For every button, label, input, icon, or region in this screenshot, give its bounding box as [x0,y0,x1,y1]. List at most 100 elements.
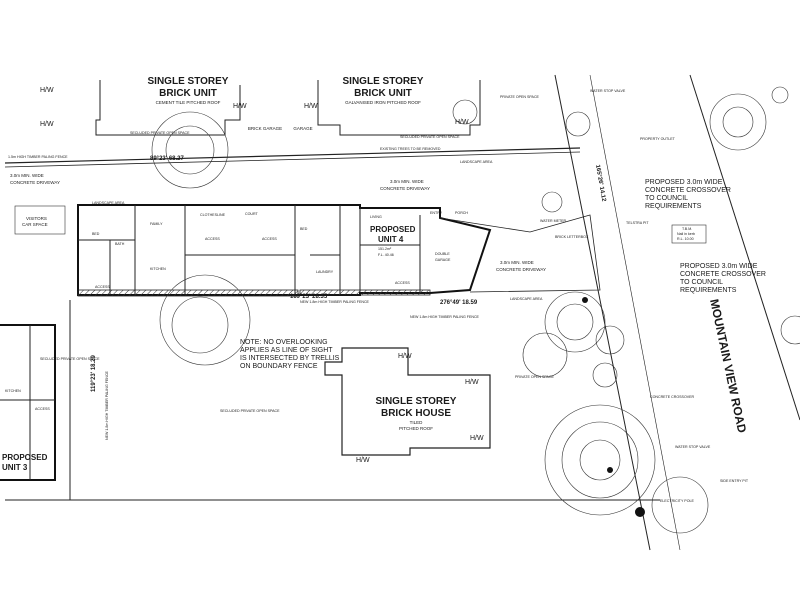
hw-label: H/W [470,435,484,442]
existing-unit-right: SINGLE STOREY BRICK UNIT GALVANISED IRON… [317,76,481,136]
driveway-right-1: 3.0m MIN. WIDE [500,260,534,265]
unit4-line2: UNIT 4 [378,235,404,244]
landscape-label: LANDSCAPE AREA [460,160,493,164]
driveway-right-2: CONCRETE DRIVEWAY [496,267,546,272]
unit-right-roof: GALVANISED IRON PITCHED ROOF [345,100,421,105]
room-label: BATH [115,242,125,246]
pit-marker [582,297,588,303]
room-label: ACCESS [262,237,277,241]
secluded-space-label: SECLUDED PRIVATE OPEN SPACE [220,409,280,413]
room-label: BED [92,232,100,236]
unit3-line2: UNIT 3 [2,463,28,472]
room-label: ACCESS [35,407,50,411]
house-subtitle: BRICK HOUSE [381,408,451,419]
secluded-space-label: SECLUDED PRIVATE OPEN SPACE [40,357,100,361]
crossover-1b: CONCRETE CROSSOVER [645,187,731,194]
crossover-2d: REQUIREMENTS [680,287,737,294]
room-label: ENTRY [430,211,443,215]
unit3-line1: PROPOSED [2,453,48,462]
proposed-unit-3: PROPOSED UNIT 3 KITCHEN ACCESS [0,324,56,481]
unit4-line1: PROPOSED [370,225,416,234]
hw-label: H/W [40,87,54,94]
fence-top-label: 1.5m HIGH TIMBER PALING FENCE [8,155,68,159]
bearing-vertical: 165°26' 14.12 [594,164,606,202]
secluded-space-label: SECLUDED PRIVATE OPEN SPACE [130,131,190,135]
driveway-left-1: 3.0m MIN. WIDE [10,173,44,178]
tbm-line3: R.L. 10.00 [677,237,694,241]
property-outlet: PROPERTY OUTLET [640,137,676,141]
room-label: LAUNDRY [316,270,334,274]
note-line: IS INTERSECTED BY TRELLIS [240,355,340,362]
room-label: ACCESS [205,237,220,241]
bearing-mid: 169°23' 28.35 [290,294,328,300]
hw-label: H/W [398,353,412,360]
secluded-space-label: SECLUDED PRIVATE OPEN SPACE [400,135,460,139]
fence-new-label: NEW 1.8m HIGH TIMBER PALING FENCE [300,300,370,304]
existing-house-bottom: SINGLE STOREY BRICK HOUSE TILED PITCHED … [324,347,491,456]
unit-right-subtitle: BRICK UNIT [354,88,412,99]
visitors-label-1: VISITORS [26,216,47,221]
proposed-units-building [77,204,492,297]
landscape-label: LANDSCAPE AREA [510,297,543,301]
hw-label: H/W [233,103,247,110]
hw-label: H/W [455,119,469,126]
room-label: LIVING [370,215,382,219]
note-line: APPLIES AS LINE OF SIGHT [240,347,333,354]
telstra-pit: TELSTRA PIT [626,221,649,225]
tbm-line2: Nail in kerb [677,232,695,236]
bearing-top: 89°23' 68.27 [150,156,185,162]
crossover-2c: TO COUNCIL [680,279,723,286]
hw-label: H/W [40,121,54,128]
house-roof-1: TILED [410,420,424,425]
visitors-car-space [14,205,66,235]
side-entry-pit: SIDE ENTRY PIT [720,479,749,483]
road-name: MOUNTAIN VIEW ROAD [707,298,749,435]
house-title: SINGLE STOREY [376,396,457,407]
valve-marker [607,467,613,473]
water-valve-label: WATER STOP VALVE [590,89,626,93]
driveway-mid-2: CONCRETE DRIVEWAY [380,186,430,191]
brick-garage-label: BRICK GARAGE [248,126,282,131]
bearing-left: 119°23' 18.29 [91,354,97,392]
crossover-1d: REQUIREMENTS [645,203,702,210]
room-label: ACCESS [395,281,410,285]
hw-labels: H/W H/W H/W H/W H/W H/W H/W H/W H/W [40,87,484,464]
existing-trees-label: EXISTING TREES TO BE REMOVED [380,147,441,151]
overlooking-note: NOTE: NO OVERLOOKING APPLIES AS LINE OF … [240,339,340,370]
crossover-2b: CONCRETE CROSSOVER [680,271,766,278]
hw-label: H/W [465,379,479,386]
visitors-label-2: CAR SPACE [22,222,48,227]
room-label: FAMILY [150,222,163,226]
unit4-fl: F.L. 40.46 [378,253,394,257]
room-label: DOUBLE [435,252,450,256]
trees [151,86,800,534]
landscape-label: LANDSCAPE AREA [92,201,125,205]
crossover-1a: PROPOSED 3.0m WIDE [645,179,723,186]
electricity-pole: ELECTRICITY POLE [660,499,694,503]
existing-unit-left: SINGLE STOREY BRICK UNIT CEMENT TILE PIT… [95,76,241,136]
room-label: PORCH [455,211,468,215]
room-label: CLOTHESLINE [200,213,226,217]
room-label: KITCHEN [150,267,166,271]
driveway-left-2: CONCRETE DRIVEWAY [10,180,60,185]
crossover-2a: PROPOSED 3.0m WIDE [680,263,758,270]
concrete-crossover: CONCRETE CROSSOVER [650,395,695,399]
fence-new-label-2: NEW 1.8m HIGH TIMBER PALING FENCE [410,315,480,319]
tbm-box [671,224,707,244]
room-label: COURT [245,212,259,216]
house-roof-2: PITCHED ROOF [399,426,433,431]
private-space-label: PRIVATE OPEN SPACE [515,375,555,379]
room-label: KITCHEN [5,389,21,393]
hw-label: H/W [356,457,370,464]
unit-left-roof: CEMENT TILE PITCHED ROOF [156,100,221,105]
room-label: BED [300,227,308,231]
water-meter: WATER METER [540,219,567,223]
garage-label: GARAGE [293,126,312,131]
unit-right-title: SINGLE STOREY [343,76,424,87]
water-valve-label-2: WATER STOP VALVE [675,445,711,449]
unit-left-title: SINGLE STOREY [148,76,229,87]
crossover-1c: TO COUNCIL [645,195,688,202]
private-space-label: PRIVATE OPEN SPACE [500,95,540,99]
driveway-mid-1: 3.0m MIN. WIDE [390,179,424,184]
